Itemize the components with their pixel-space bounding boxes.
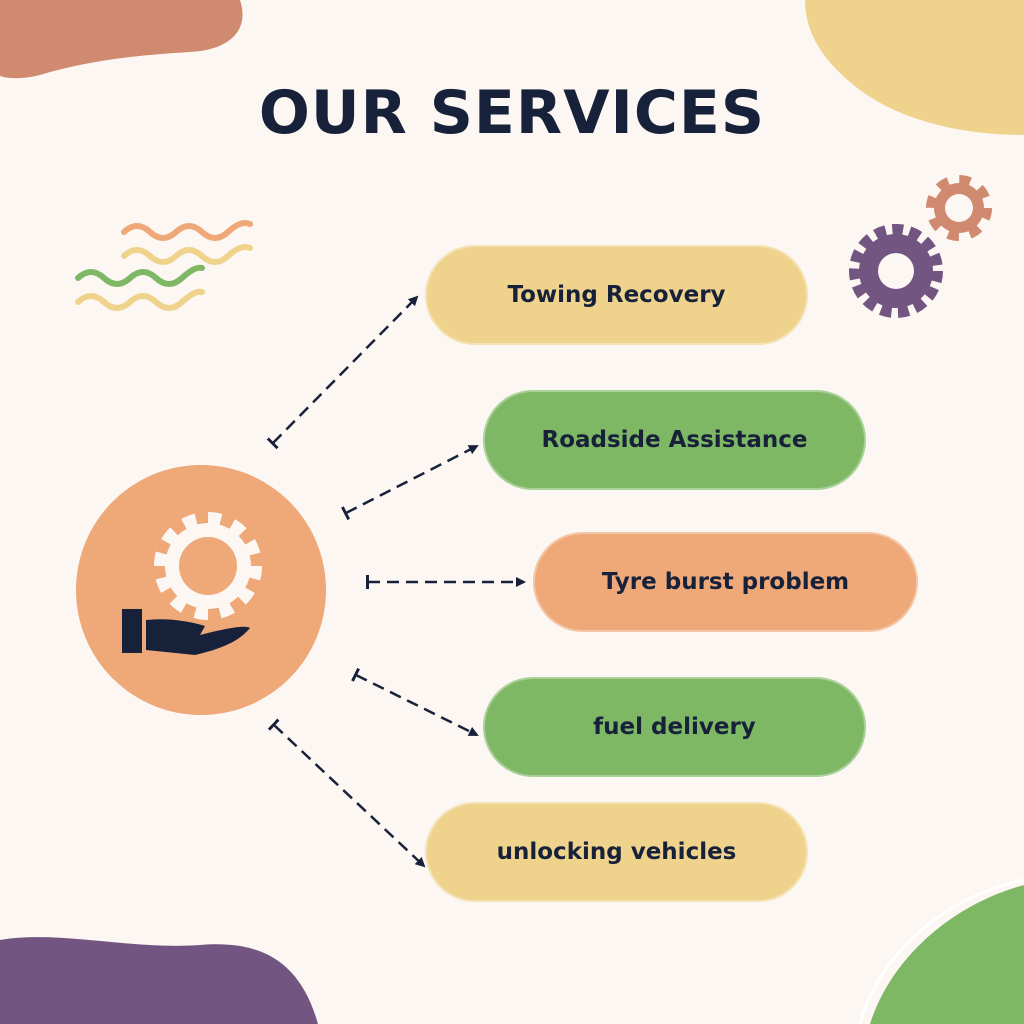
service-unlocking-vehicles: unlocking vehicles — [425, 802, 808, 902]
hand-gear-icon — [122, 512, 262, 655]
service-towing-recovery: Towing Recovery — [425, 245, 808, 345]
blob-bottom-right — [870, 885, 1024, 1024]
gears-icon — [849, 175, 992, 318]
page-title: OUR SERVICES — [258, 78, 766, 148]
squiggle-decor — [75, 220, 253, 311]
blob-top-right — [805, 0, 1024, 135]
blob-bottom-left — [0, 937, 318, 1024]
service-tyre-burst: Tyre burst problem — [533, 532, 918, 632]
service-roadside-assistance: Roadside Assistance — [483, 390, 866, 490]
blob-top-left — [0, 0, 243, 79]
service-fuel-delivery: fuel delivery — [483, 677, 866, 777]
connector-arrows — [266, 295, 526, 868]
